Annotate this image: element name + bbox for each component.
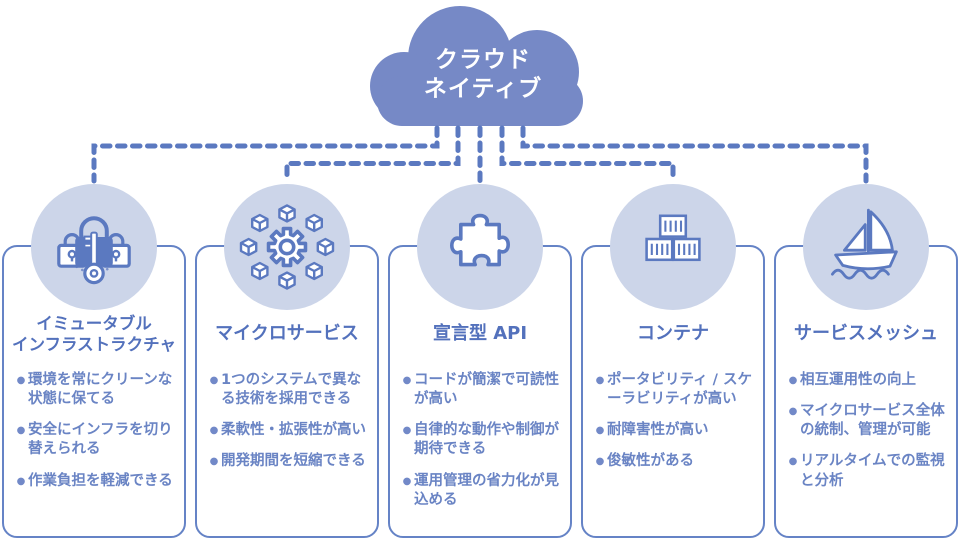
- bullet-dot: ●: [402, 475, 412, 487]
- card-title: 宣言型 API: [390, 310, 570, 358]
- bullet-text: 自律的な動作や制御が期待できる: [414, 422, 559, 458]
- bullet-text: リアルタイムでの監視と分析: [800, 453, 945, 489]
- bullet-item: ●コードが簡潔で可読性が高い: [400, 371, 562, 409]
- bullet-dot: ●: [788, 375, 798, 386]
- bullet-item: ●環境を常にクリーンな状態に保てる: [14, 371, 176, 409]
- bullet-dot: ●: [209, 425, 219, 437]
- icon-circle: [31, 184, 157, 310]
- bullet-item: ●開発期間を短縮できる: [207, 452, 369, 471]
- puzzle-piece-icon: [450, 213, 510, 267]
- bullet-list: ●相互運用性の向上 ●マイクロサービス全体の統制、管理が可能 ●リアルタイムでの…: [786, 371, 948, 491]
- bullet-item: ●安全にインフラを切り替えられる: [14, 421, 176, 459]
- bullet-dot: ●: [209, 375, 219, 386]
- bullet-text: 柔軟性・拡張性が高い: [221, 422, 366, 439]
- bullet-list: ●1つのシステムで異なる技術を採用できる ●柔軟性・拡張性が高い ●開発期間を短…: [207, 371, 369, 472]
- card-title-line1: イミュータブル: [36, 313, 152, 333]
- bullet-text: コードが簡潔で可読性が高い: [414, 372, 559, 408]
- bullet-dot: ●: [402, 425, 412, 437]
- icon-circle: [417, 184, 543, 310]
- bullet-item: ●俊敏性がある: [593, 452, 755, 471]
- icon-circle: [610, 184, 736, 310]
- bullet-text: 俊敏性がある: [607, 453, 694, 470]
- card-title-line1: マイクロサービス: [215, 323, 359, 345]
- bullet-item: ●1つのシステムで異なる技術を採用できる: [207, 371, 369, 409]
- icon-circle: [224, 184, 350, 310]
- bullet-item: ●リアルタイムでの監視と分析: [786, 452, 948, 490]
- connector-to-card-2: [284, 125, 461, 184]
- card-title: サービスメッシュ: [776, 310, 956, 358]
- bullet-dot: ●: [595, 375, 605, 386]
- connector-to-card-1: [91, 125, 440, 184]
- bullet-list: ●コードが簡潔で可読性が高い ●自律的な動作や制御が期待できる ●運用管理の省力…: [400, 371, 562, 510]
- bullet-text: 耐障害性が高い: [607, 422, 709, 439]
- card-title-line1: コンテナ: [637, 323, 709, 345]
- cloud-title: クラウド ネイティブ: [388, 46, 578, 105]
- card-title-line2: インフラストラクチャ: [11, 335, 176, 354]
- icon-circle: [803, 184, 929, 310]
- bullet-dot: ●: [16, 375, 26, 386]
- bullet-dot: ●: [402, 375, 412, 386]
- connector-to-card-4: [499, 125, 676, 184]
- bullet-item: ●作業負担を軽減できる: [14, 472, 176, 491]
- sailboat-icon: [831, 208, 898, 280]
- connector-to-card-5: [520, 125, 869, 184]
- bullet-item: ●相互運用性の向上: [786, 371, 948, 390]
- bullet-text: マイクロサービス全体の統制、管理が可能: [800, 403, 945, 439]
- card-title: コンテナ: [583, 310, 763, 358]
- bullet-item: ●耐障害性が高い: [593, 421, 755, 440]
- bullet-item: ●運用管理の省力化が見込める: [400, 472, 562, 510]
- cloud-shape: [370, 6, 583, 126]
- bullet-dot: ●: [595, 425, 605, 437]
- gear-cubes-icon: [239, 204, 335, 290]
- cloud-title-line1: クラウド: [435, 47, 531, 73]
- bullet-item: ●マイクロサービス全体の統制、管理が可能: [786, 402, 948, 440]
- card-title-line1: サービスメッシュ: [794, 323, 938, 345]
- padlocks-key-icon: [57, 216, 131, 285]
- bullet-text: 環境を常にクリーンな状態に保てる: [28, 372, 173, 408]
- bullet-dot: ●: [209, 456, 219, 468]
- bullet-item: ●柔軟性・拡張性が高い: [207, 421, 369, 440]
- bullet-text: 運用管理の省力化が見込める: [414, 472, 559, 508]
- bullet-list: ●環境を常にクリーンな状態に保てる ●安全にインフラを切り替えられる ●作業負担…: [14, 371, 176, 491]
- bullet-dot: ●: [16, 475, 26, 487]
- bullet-text: ポータビリティ / スケーラビリティが高い: [607, 372, 753, 408]
- bullet-dot: ●: [16, 425, 26, 437]
- bullet-text: 安全にインフラを切り替えられる: [28, 422, 173, 458]
- card-title: イミュータブル インフラストラクチャ: [4, 310, 184, 358]
- bullet-dot: ●: [788, 456, 798, 468]
- bullet-dot: ●: [788, 406, 798, 418]
- bullet-item: ●自律的な動作や制御が期待できる: [400, 421, 562, 459]
- bullet-dot: ●: [595, 456, 605, 468]
- bullet-text: 開発期間を短縮できる: [221, 453, 366, 470]
- card-title-line1: 宣言型 API: [432, 323, 528, 345]
- containers-icon: [645, 214, 701, 262]
- bullet-text: 相互運用性の向上: [800, 372, 916, 388]
- bullet-text: 1つのシステムで異なる技術を採用できる: [221, 372, 362, 408]
- card-title: マイクロサービス: [197, 310, 377, 358]
- bullet-item: ●ポータビリティ / スケーラビリティが高い: [593, 371, 755, 409]
- bullet-text: 作業負担を軽減できる: [28, 472, 173, 489]
- cloud-title-line2: ネイティブ: [423, 76, 543, 103]
- bullet-list: ●ポータビリティ / スケーラビリティが高い ●耐障害性が高い ●俊敏性がある: [593, 371, 755, 472]
